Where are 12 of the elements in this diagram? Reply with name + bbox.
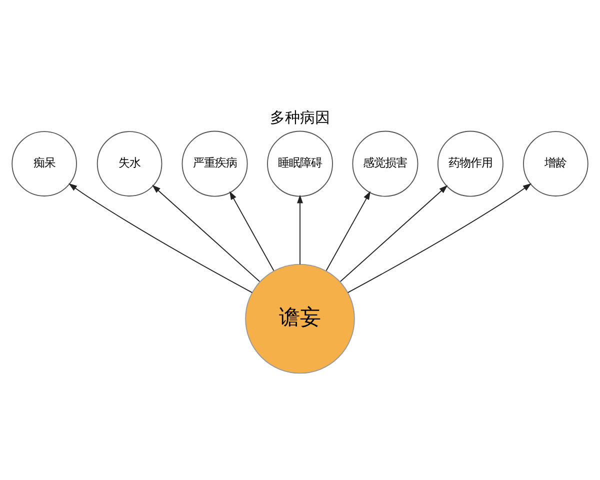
arrow [347, 183, 532, 293]
arrow [152, 184, 260, 282]
diagram-title: 多种病因 [270, 108, 330, 127]
node-circle: 感觉损害 [352, 130, 418, 197]
arrow [326, 191, 371, 272]
arrow [68, 183, 253, 293]
arrow [340, 185, 448, 282]
arrow [297, 194, 303, 265]
node-circle: 谵妄 [245, 264, 355, 374]
node-circle: 严重疾病 [182, 130, 248, 197]
arrow [229, 191, 274, 272]
node-circle: 睡眠障碍 [267, 130, 333, 197]
